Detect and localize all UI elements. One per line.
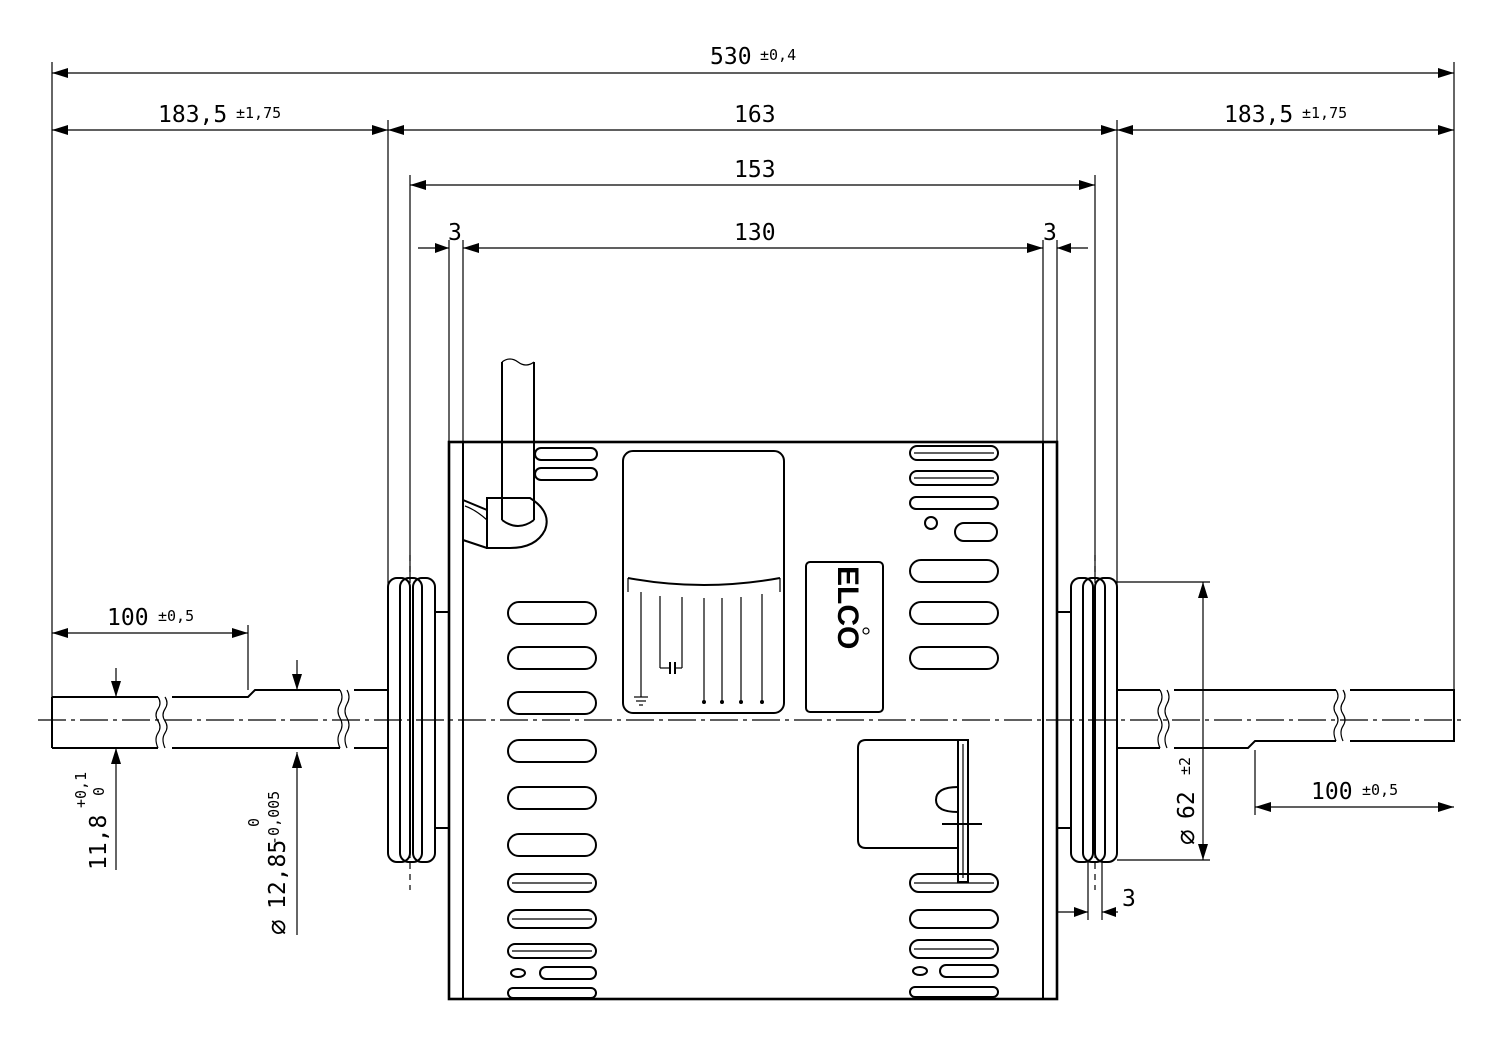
- dim-100-right-tolerance: ±0,5: [1362, 781, 1398, 799]
- dim-183-right-value: 183,5: [1224, 102, 1293, 128]
- dimension-flange-3: 3: [1058, 860, 1136, 920]
- vent-slots-left: [507, 601, 597, 999]
- dim-3-right-value: 3: [1043, 220, 1057, 246]
- dim-183-left-value: 183,5: [158, 102, 227, 128]
- dim-12-85-upper: 0: [245, 818, 263, 827]
- dim-12-85-lower: -0,005: [265, 791, 283, 845]
- dim-62-value: 62: [1174, 791, 1200, 819]
- dim-530-tolerance: ±0,4: [760, 46, 796, 64]
- power-cable: [462, 358, 548, 549]
- dim-3-left-value: 3: [448, 220, 462, 246]
- right-pulley: [1056, 555, 1118, 890]
- dim-62-symbol: ⌀: [1171, 829, 1201, 845]
- dimension-183-right: 183,5 ±1,75: [1117, 102, 1454, 135]
- dim-11-8-lower: 0: [90, 787, 108, 796]
- dimension-130-and-3s: 3 130 3: [418, 220, 1088, 442]
- dimension-100-right: 100 ±0,5: [1254, 750, 1454, 815]
- nameplate: ELCO: [805, 561, 884, 713]
- left-shaft: [51, 689, 388, 749]
- dim-11-8-value: 11,8: [86, 815, 112, 870]
- dim-100-left-tolerance: ±0,5: [158, 607, 194, 625]
- vent-slots-top-left: [534, 447, 598, 481]
- capacitor-bracket: [857, 739, 982, 883]
- dimension-diameter-11-8: 11,8 +0,1 0: [72, 668, 121, 870]
- dim-163-value: 163: [734, 102, 776, 128]
- dim-153-value: 153: [734, 157, 776, 183]
- nameplate-logo: ELCO: [831, 566, 864, 649]
- dimension-100-left: 100 ±0,5: [52, 605, 249, 690]
- left-pulley: [387, 555, 450, 890]
- dimension-diameter-12-85: ⌀ 12,85 0 -0,005: [245, 660, 302, 935]
- dimension-153: 153: [409, 157, 1096, 580]
- dim-100-left-value: 100: [107, 605, 149, 631]
- dim-11-8-upper: +0,1: [72, 772, 90, 808]
- dim-flange-3-value: 3: [1122, 886, 1136, 912]
- dimension-diameter-62: ⌀ 62 ±2: [1117, 581, 1210, 861]
- dimension-183-left: 183,5 ±1,75: [52, 102, 389, 585]
- terminal-cover: [622, 450, 785, 714]
- dim-530-value: 530: [710, 44, 752, 70]
- right-shaft: [1117, 689, 1455, 749]
- vent-slots-right: [909, 445, 999, 998]
- dimension-530: 530 ±0,4: [51, 44, 1455, 700]
- dim-183-right-tolerance: ±1,75: [1302, 104, 1347, 122]
- dim-100-right-value: 100: [1311, 779, 1353, 805]
- dim-62-tolerance: ±2: [1176, 757, 1194, 775]
- dim-12-85-value: 12,85: [265, 840, 291, 909]
- dimension-163: 163: [388, 102, 1118, 585]
- motor-housing: [447, 440, 1059, 1001]
- dim-130-value: 130: [734, 220, 776, 246]
- dim-12-85-symbol: ⌀: [262, 919, 292, 935]
- dim-183-left-tolerance: ±1,75: [236, 104, 281, 122]
